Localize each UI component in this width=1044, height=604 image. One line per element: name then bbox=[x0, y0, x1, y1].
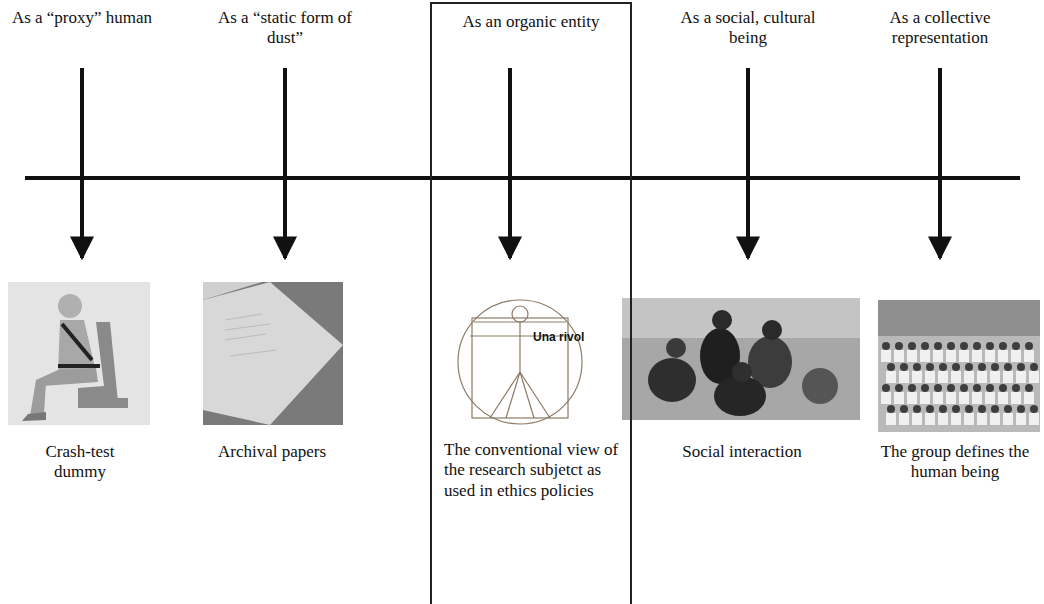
picture-caption: The conventional view of the research su… bbox=[444, 440, 620, 501]
picture-caption: Social interaction bbox=[642, 442, 842, 462]
picture-caption: Crash-test dummy bbox=[25, 442, 135, 483]
vitruvian-figure bbox=[458, 290, 583, 428]
down-arrows bbox=[82, 68, 940, 258]
column-heading: As a “proxy” human bbox=[7, 8, 157, 28]
crash-dummy-picture bbox=[8, 282, 150, 425]
column-heading: As a “static form of dust” bbox=[210, 8, 360, 49]
timeline-axis bbox=[25, 176, 1020, 180]
picture-caption: Archival papers bbox=[217, 442, 327, 462]
archival-papers-picture bbox=[203, 282, 343, 425]
column-heading: As a collective representation bbox=[865, 8, 1015, 49]
picture-caption: The group defines the human being bbox=[875, 442, 1035, 483]
highlight-column-box: As an organic entityThe conventional vie… bbox=[430, 2, 632, 604]
column-heading: As a social, cultural being bbox=[663, 8, 833, 49]
social-interaction-photo bbox=[622, 298, 860, 420]
group-photo bbox=[878, 300, 1040, 432]
column-heading: As an organic entity bbox=[432, 12, 630, 32]
picture-inscription: Una rivol bbox=[533, 330, 593, 344]
